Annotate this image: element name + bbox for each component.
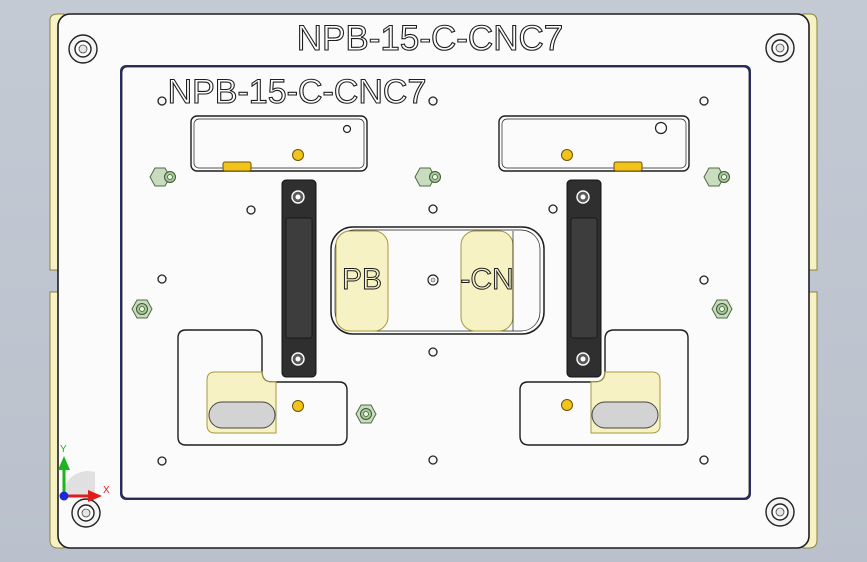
top-left-clamp-pocket[interactable]	[190, 115, 368, 172]
right-clamp-handle[interactable]	[566, 179, 602, 378]
screw-3	[703, 167, 730, 187]
screw-2	[414, 167, 441, 187]
center-window[interactable]: PB -CN	[330, 226, 545, 335]
center-window-text-left: PB	[342, 263, 382, 296]
top-right-clamp-pocket[interactable]	[498, 115, 690, 172]
left-clamp-handle[interactable]	[281, 179, 317, 378]
screw-6	[355, 404, 377, 424]
corner-hole-tl	[68, 34, 98, 64]
corner-holes	[68, 33, 795, 528]
screw-1	[149, 167, 176, 187]
screw-5	[711, 299, 733, 319]
corner-hole-bl	[71, 498, 101, 528]
corner-hole-tr	[765, 33, 795, 63]
outer-plate-label: NPB-15-C-CNC7	[297, 19, 563, 58]
locating-screws[interactable]	[131, 167, 733, 424]
screw-4	[131, 299, 153, 319]
inner-plate-label: NPB-15-C-CNC7	[168, 73, 427, 111]
triad-x-label: X	[103, 485, 110, 496]
reference-triad: Y X	[58, 444, 110, 502]
corner-hole-br	[765, 497, 795, 527]
triad-y-label: Y	[60, 444, 67, 455]
center-window-text-right: -CN	[460, 263, 513, 296]
lower-right-pocket[interactable]	[519, 329, 689, 446]
lower-left-pocket[interactable]	[177, 329, 348, 446]
